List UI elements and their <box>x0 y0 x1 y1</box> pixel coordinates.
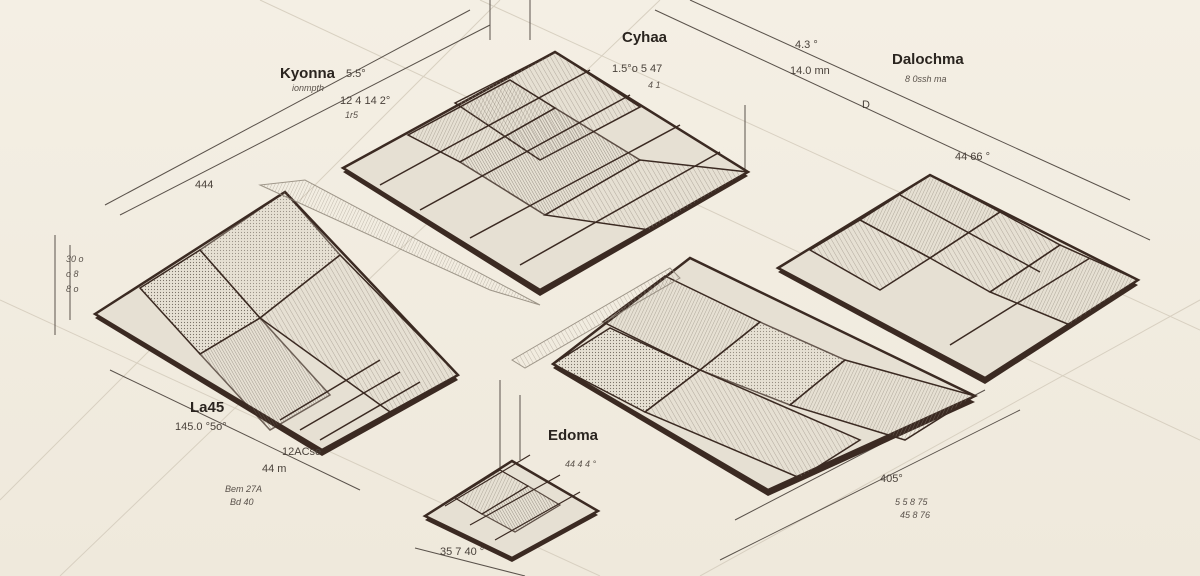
mat-cyhaa <box>340 50 751 296</box>
mat-note-cyhaa-2: 4 1 <box>648 80 661 90</box>
mat-note-dalochma-4: D <box>862 99 870 111</box>
mat-title-edoma: Edoma <box>548 427 599 444</box>
mat-title-cyhaa: Cyhaa <box>622 29 668 46</box>
mat-note-dalochma-3: 8 0ssh ma <box>905 74 947 84</box>
mat-note-edoma-5: 45 8 76 <box>900 510 930 520</box>
side-dim-1: 444 <box>195 179 213 191</box>
mat-note-kyonna-3: 12 4 14 2° <box>340 95 390 107</box>
mat-note-la45-4: Bem 27A <box>225 484 262 494</box>
mat-note-edoma-2: 35 7 40 ° <box>440 546 484 558</box>
side-dim-2: 30 o <box>66 254 84 264</box>
dimension-lines <box>54 0 1151 576</box>
mat-center <box>511 256 978 496</box>
mat-note-edoma-4: 5 5 8 75 <box>895 497 929 507</box>
mat-note-la45-1: 145.0 °5o° <box>175 421 227 433</box>
mat-note-dalochma-1: 4.3 ° <box>795 39 818 51</box>
mat-title-la45: La45 <box>190 399 224 416</box>
mat-note-cyhaa-1: 1.5°o 5 47 <box>612 63 662 75</box>
mat-note-kyonna-4: 1r5 <box>345 110 359 120</box>
labels: Kyonna ionmpth 5.5° 12 4 14 2° 1r5 Cyhaa… <box>66 29 990 558</box>
mat-note-la45-5: Bd 40 <box>230 497 254 507</box>
mat-note-kyonna-2: 5.5° <box>346 68 366 80</box>
side-dim-4: 8 o <box>66 284 79 294</box>
mat-note-la45-2: 12ACse <box>282 446 321 458</box>
mat-kyonna <box>92 179 541 456</box>
mat-note-la45-3: 44 m <box>262 463 286 475</box>
mat-note-edoma-1: 44 4 4 ° <box>565 459 597 469</box>
side-dim-3: o 8 <box>66 269 79 279</box>
mat-note-kyonna-1: ionmpth <box>292 83 324 93</box>
mat-note-edoma-3: 405° <box>880 473 903 485</box>
mat-edoma <box>422 454 601 562</box>
mat-dalochma <box>775 173 1141 384</box>
mat-title-kyonna: Kyonna <box>280 65 336 82</box>
mat-title-dalochma: Dalochma <box>892 51 964 68</box>
mat-note-dalochma-5: 44 66 ° <box>955 151 990 163</box>
mat-note-dalochma-2: 14.0 mn <box>790 65 830 77</box>
